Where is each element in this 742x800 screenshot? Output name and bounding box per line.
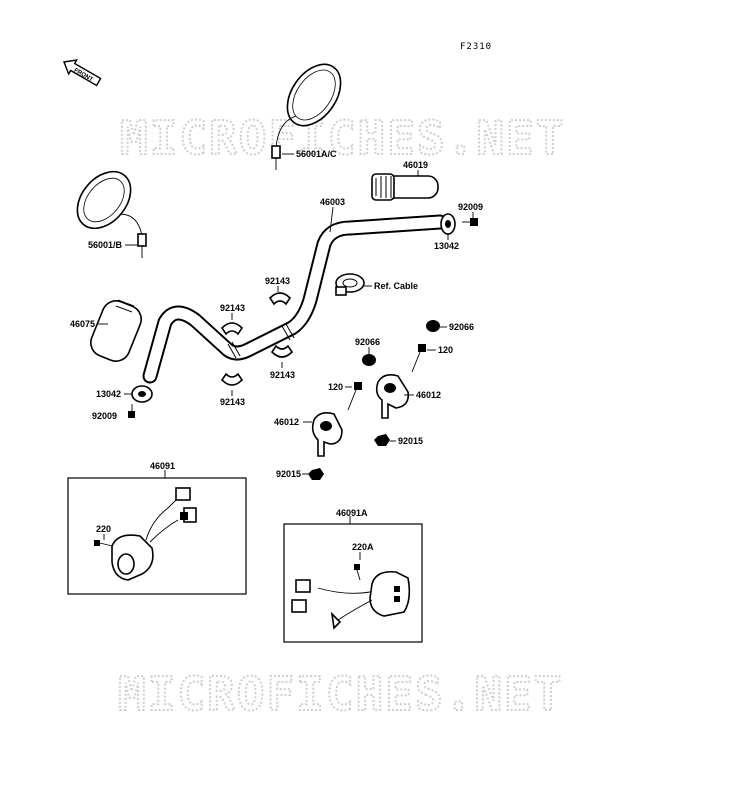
grip-left [90,299,142,362]
clamp-half-1 [220,322,244,336]
weight-right [440,213,456,235]
cable-guide [335,273,365,296]
switch-right-box [283,523,423,643]
front-arrow-icon: FRONT [63,59,102,87]
label-screw-left: 220 [96,524,111,534]
label-bolt-120-left: 120 [328,382,343,392]
switch-right [291,570,411,630]
label-cap-right: 92066 [449,322,474,332]
label-clamp-3: 92143 [220,397,245,407]
clamp-half-2 [268,292,292,306]
label-clamp-4: 92143 [270,370,295,380]
bolt-120-right [411,344,426,373]
label-bolt-left: 92009 [92,411,117,421]
label-grip-right: 46019 [403,160,428,170]
holder-right [375,374,410,419]
cap-right [426,320,440,332]
watermark-top: MICROFICHES.NET [120,111,565,165]
mirror-left [76,170,147,258]
screw-left [94,540,113,547]
label-nut-left: 92015 [276,469,301,479]
label-switch-left: 46091 [150,461,175,471]
figure-code: F2310 [460,42,492,52]
mirror-right [271,63,342,170]
holder-left [311,412,343,457]
cap-left [362,354,376,366]
label-holder-left: 46012 [274,417,299,427]
handlebar [142,214,448,384]
switch-left [111,487,197,581]
label-nut-right: 92015 [398,436,423,446]
bolt-right [462,218,478,226]
label-switch-right: 46091A [336,508,368,518]
nut-left [308,468,324,480]
label-holder-right: 46012 [416,390,441,400]
clamp-half-4 [270,344,294,358]
weight-left [131,385,153,403]
label-handlebar: 46003 [320,197,345,207]
switch-left-box [67,477,247,595]
label-weight-right: 13042 [434,241,459,251]
label-cap-left: 92066 [355,337,380,347]
label-grip-left: 46075 [70,319,95,329]
nut-right [374,434,390,446]
label-mirror-left: 56001/B [88,240,123,250]
label-screw-right: 220A [352,542,374,552]
label-bolt-120-right: 120 [438,345,453,355]
label-ref-cable: Ref. Cable [374,281,418,291]
label-clamp-2: 92143 [265,276,290,286]
bolt-left [128,404,135,418]
label-mirror-right: 56001A/C [296,149,337,159]
watermark-bottom: MICROFICHES.NET [118,667,563,721]
screw-right [354,564,361,581]
bolt-120-left [347,382,362,411]
clamp-half-3 [220,372,244,386]
grip-right [371,173,439,201]
label-weight-left: 13042 [96,389,121,399]
label-clamp-1: 92143 [220,303,245,313]
label-bolt-right: 92009 [458,202,483,212]
